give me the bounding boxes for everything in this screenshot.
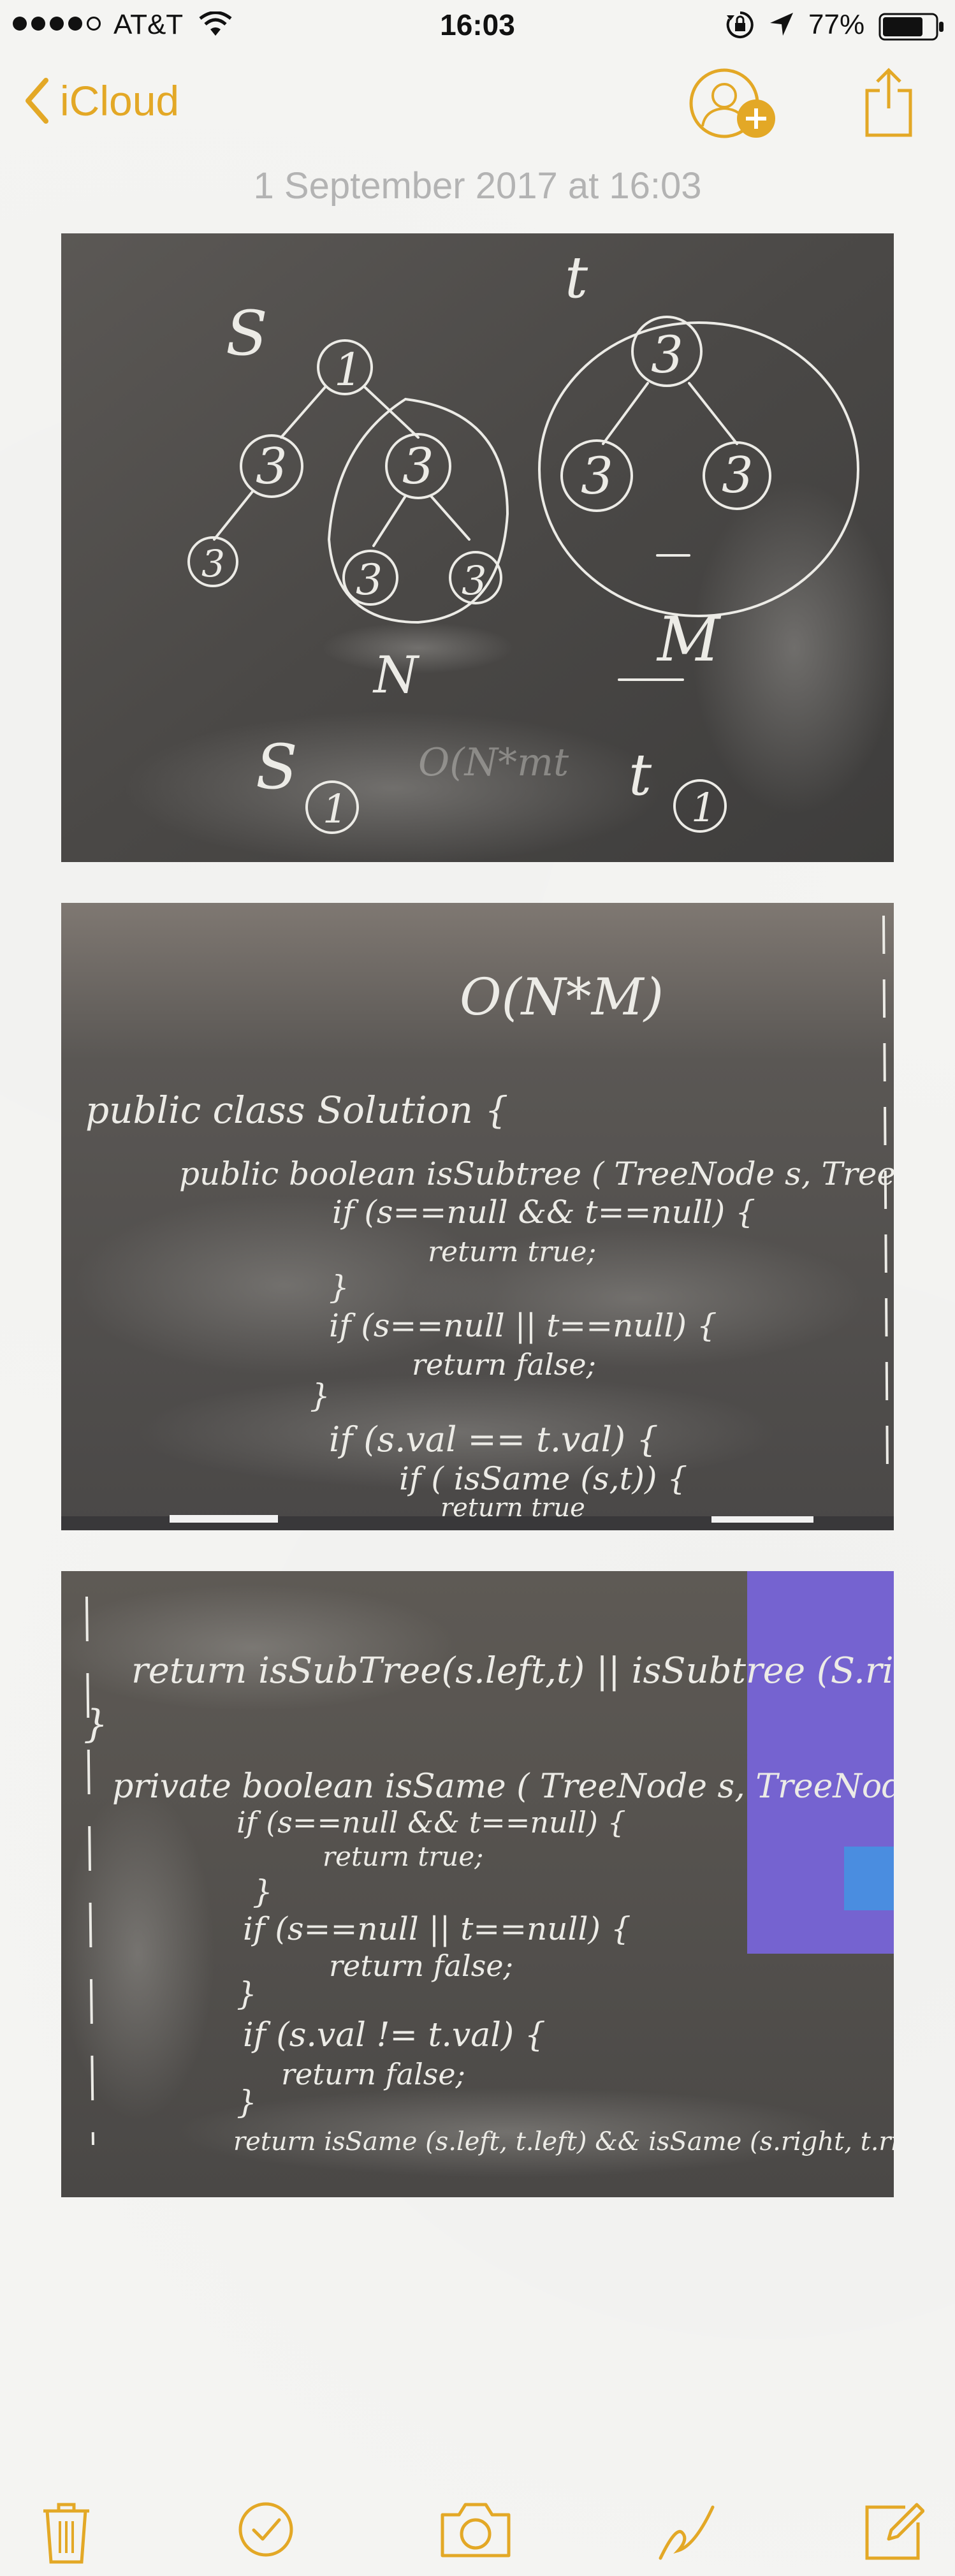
code-line-9: } [237, 1975, 257, 2012]
node-t-root: 3 [651, 325, 683, 384]
label-s2: S [256, 731, 298, 803]
back-button[interactable]: iCloud [24, 77, 179, 125]
code-line-8: return false; [329, 1949, 513, 1983]
code-line-5: return true; [323, 1841, 483, 1872]
label-t2: t [629, 742, 652, 809]
node-s-root: 1 [334, 344, 363, 396]
code-line-7: if (s==null || t==null) { [243, 1910, 631, 1947]
carrier-name: AT&T [113, 9, 184, 40]
node-s-ll: 3 [201, 542, 225, 585]
status-bar: AT&T 16:03 77% [0, 0, 955, 51]
trash-icon[interactable] [40, 2501, 93, 2565]
bottom-toolbar [0, 2487, 955, 2576]
code-line-8: return false; [412, 1347, 596, 1382]
label-m: M [656, 604, 722, 675]
code-line-12: } [237, 2084, 257, 2121]
sketch-icon[interactable] [657, 2501, 718, 2562]
label-n: N [372, 645, 420, 705]
code-line-10: if (s.val != t.val) { [243, 2016, 546, 2054]
note-image-code-part-2[interactable]: return isSubTree(s.left,t) || isSubtree … [61, 1571, 894, 2197]
code-line-12: return true [441, 1493, 585, 1523]
node-t-right: 3 [722, 447, 754, 504]
compose-icon[interactable] [863, 2501, 924, 2562]
code-line-3: private boolean isSame ( TreeNode s, Tre… [112, 1767, 894, 1806]
checklist-icon[interactable] [237, 2501, 295, 2558]
note-image-code-part-1[interactable]: O(N*M) public class Solution { public bo… [61, 903, 894, 1530]
code-line-1: O(N*M) [460, 967, 664, 1027]
node-t-left: 3 [581, 446, 613, 506]
signal-strength-icon [13, 17, 101, 31]
node-s-rl: 3 [356, 555, 383, 604]
battery-percentage: 77% [808, 9, 865, 40]
wifi-icon [199, 11, 232, 36]
rotation-lock-icon [726, 11, 754, 38]
label-t: t [565, 244, 588, 311]
code-line-2: public class Solution { [85, 1088, 508, 1132]
node-s-right: 3 [402, 438, 434, 495]
code-line-6: } [329, 1269, 349, 1306]
code-line-9: } [310, 1377, 330, 1414]
battery-icon [878, 13, 944, 41]
code-line-2: } [84, 1702, 108, 1746]
faded-complexity: O(N*mt [418, 740, 569, 785]
camera-icon[interactable] [439, 2501, 513, 2558]
code-line-3: public boolean isSubtree ( TreeNode s, T… [179, 1155, 894, 1192]
code-line-4: if (s==null && t==null) { [237, 1805, 626, 1840]
code-line-11: if ( isSame (s,t)) { [399, 1460, 687, 1497]
chevron-left-icon [26, 78, 48, 124]
code-line-6: } [252, 1873, 273, 1910]
add-people-button[interactable] [685, 68, 779, 142]
node-bottom-t: 1 [691, 784, 716, 831]
location-arrow-icon [770, 13, 793, 36]
status-time: 16:03 [440, 8, 515, 41]
share-button[interactable] [863, 66, 914, 138]
code-line-7: if (s==null || t==null) { [329, 1307, 717, 1344]
label-s: S [226, 298, 268, 369]
code-line-13: return isSame (s.left, t.left) && isSame… [233, 2127, 894, 2156]
code-line-10: if (s.val == t.val) { [329, 1419, 659, 1460]
code-line-11: return false; [281, 2057, 465, 2091]
node-s-rr: 3 [462, 557, 486, 604]
code-line-5: return true; [428, 1236, 596, 1268]
node-bottom-s: 1 [323, 786, 347, 832]
node-s-left: 3 [256, 438, 288, 495]
code-line-1: return isSubTree(s.left,t) || isSubtree … [131, 1650, 894, 1692]
note-image-tree-diagram[interactable]: S t N M S t O(N*mt 1 3 3 3 3 3 3 3 3 1 1 [61, 233, 894, 862]
code-line-4: if (s==null && t==null) { [332, 1194, 755, 1231]
back-button-label: iCloud [60, 77, 180, 124]
note-date: 1 September 2017 at 16:03 [253, 165, 702, 207]
